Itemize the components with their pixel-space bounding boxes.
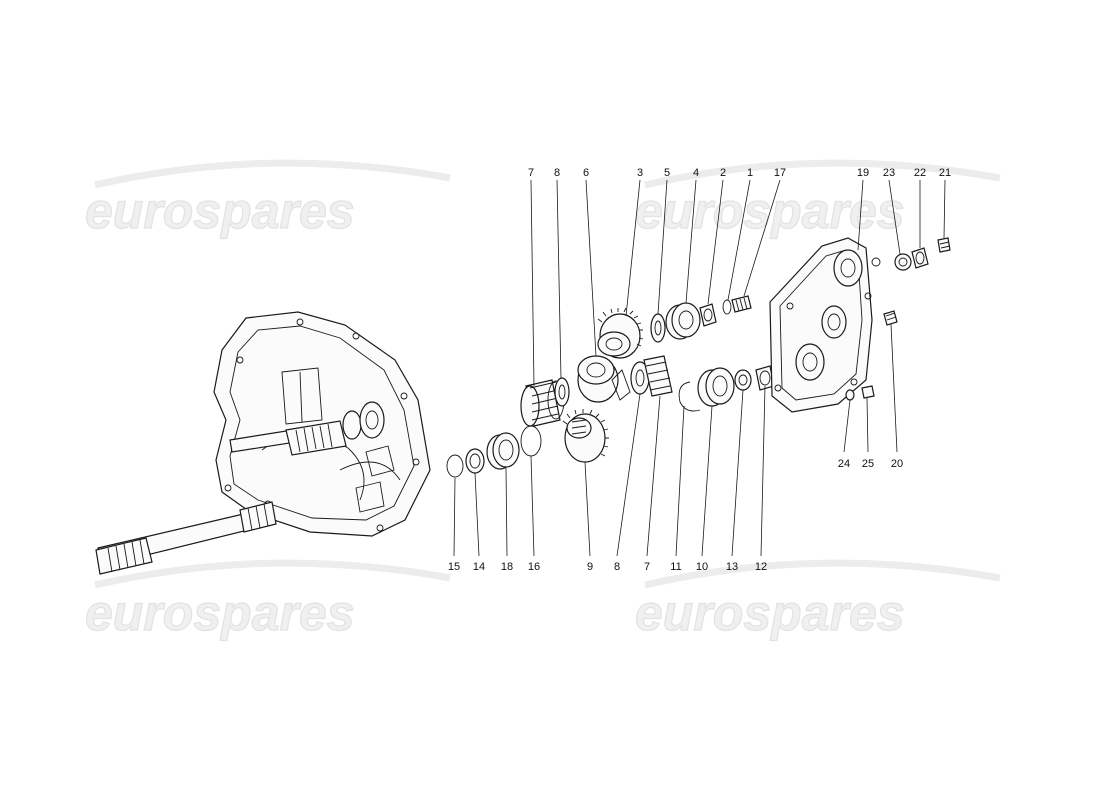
svg-text:eurospares: eurospares (635, 183, 905, 239)
part-15-snap-ring (446, 454, 464, 478)
part-6-gear (577, 355, 631, 403)
label-9: 9 (587, 561, 593, 573)
label-12: 12 (755, 561, 767, 573)
part-23-washer (894, 253, 912, 271)
label-6: 6 (583, 167, 589, 179)
label-25: 25 (862, 458, 874, 470)
watermark-layer: eurospares eurospares eurospares eurospa… (84, 159, 1001, 642)
label-20: 20 (891, 458, 903, 470)
label-2: 2 (720, 167, 726, 179)
label-8-bottom: 8 (614, 561, 620, 573)
part-21-screw (937, 237, 951, 253)
leader-lines (453, 179, 946, 557)
part-labels: 7 8 6 3 5 4 2 1 17 19 23 22 21 20 24 25 … (448, 167, 951, 573)
label-8-top: 8 (554, 167, 560, 179)
part-18-bearing (486, 432, 520, 470)
label-18: 18 (501, 561, 513, 573)
part-10-bearing (697, 367, 735, 407)
part-5-bearing (650, 313, 666, 343)
label-7-top: 7 (528, 167, 534, 179)
svg-text:eurospares: eurospares (85, 585, 355, 641)
watermark-top-right: eurospares (634, 159, 1001, 240)
label-1: 1 (747, 167, 753, 179)
label-7-bottom: 7 (644, 561, 650, 573)
main-shaft (95, 501, 277, 575)
part-9-gear (562, 409, 609, 463)
part-16-circlip (520, 425, 542, 457)
part-14-spacer (465, 448, 485, 474)
watermark-bottom-right: eurospares (634, 559, 1001, 642)
part-19-cover-plate (769, 237, 881, 413)
part-7-lower-bearing (643, 355, 673, 397)
part-11-circlip (678, 381, 701, 412)
label-21: 21 (939, 167, 951, 179)
part-25-nut (861, 385, 875, 399)
part-17-pin (731, 295, 752, 313)
svg-text:eurospares: eurospares (635, 585, 905, 641)
label-24: 24 (838, 458, 850, 470)
label-10: 10 (696, 561, 708, 573)
label-22: 22 (914, 167, 926, 179)
label-16: 16 (528, 561, 540, 573)
part-7-roller-bearing (520, 379, 565, 427)
part-4-bearing (665, 302, 701, 340)
label-23: 23 (883, 167, 895, 179)
part-20-stud (883, 310, 898, 326)
part-3-gear (597, 307, 644, 359)
label-13: 13 (726, 561, 738, 573)
label-19: 19 (857, 167, 869, 179)
part-8-thrust-washer (554, 377, 570, 407)
label-3: 3 (637, 167, 643, 179)
part-1-washer (722, 299, 732, 315)
label-11: 11 (670, 561, 681, 573)
part-24-washer (845, 389, 855, 401)
label-14: 14 (473, 561, 485, 573)
part-2-nut (699, 303, 717, 327)
watermark-bottom-left: eurospares (84, 559, 451, 642)
svg-text:eurospares: eurospares (85, 183, 355, 239)
watermark-top-left: eurospares (84, 159, 451, 240)
part-13-spacer (734, 369, 752, 391)
label-5: 5 (664, 167, 670, 179)
label-15: 15 (448, 561, 460, 573)
input-shaft (229, 401, 385, 456)
label-4: 4 (693, 167, 699, 179)
label-17: 17 (774, 167, 786, 179)
part-22-plug (911, 247, 929, 269)
